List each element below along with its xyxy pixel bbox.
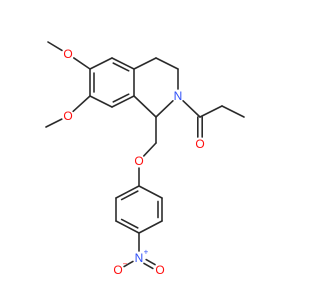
bond-O7-Me7: [45, 118, 63, 128]
bond-C4-C3: [155, 57, 179, 70]
bond-Ca-Cb: [221, 105, 245, 118]
bond-N2-Cc: [182, 100, 201, 118]
atom-N_nitro: N: [135, 251, 144, 265]
bond-Ar6-Ar1: [138, 185, 163, 199]
atom-bg-O_nitro_left: [112, 264, 124, 276]
bond-Ar3-Ar4-inner: [120, 218, 139, 229]
atom-O_nitro_left: O: [113, 263, 122, 277]
atom-bg-O_me7: [62, 110, 74, 122]
bond-C4a-C4: [133, 57, 157, 70]
atom-O_ether: O: [134, 154, 143, 168]
atom-bg-O_nitro_right: [154, 264, 166, 276]
bond-Nn-OnR-b: [145, 258, 156, 266]
bond-C7-O7: [72, 95, 91, 113]
bond-Nn-OnL: [123, 260, 134, 268]
bond-Ar4-Ar5: [138, 220, 163, 234]
atom-O_nitro_right: O: [155, 263, 164, 277]
bond-C8a-C8: [111, 95, 135, 108]
bond-Ar1-Ar2: [115, 185, 140, 199]
bond-Nn-OnR-a: [143, 262, 154, 270]
bond-C5-C4a: [111, 57, 135, 70]
bond-layer: [45, 41, 245, 270]
atom-bg-O_ether: [133, 155, 145, 167]
bond-CH2-Oe: [143, 142, 157, 157]
bond-C5-C4a-inner: [112, 62, 130, 72]
bond-Ar1-Ar2-inner: [120, 190, 139, 201]
atom-bg-O_me6: [62, 48, 74, 60]
atom-O_me7: O: [63, 109, 72, 123]
atom-O_me6: O: [63, 47, 72, 61]
atom-bg-N_ring: [172, 90, 184, 102]
atom-bg-N_nitro: [133, 252, 145, 264]
bond-Ar3-Ar4: [115, 220, 140, 234]
bond-C8-C7: [89, 95, 113, 108]
atom-O_carbonyl: O: [195, 137, 204, 151]
bond-N2-C1: [155, 100, 174, 118]
atom-N_ring: N: [174, 89, 183, 103]
bond-C6-O6: [72, 57, 91, 70]
bond-Cc-Ca: [199, 105, 223, 118]
charge-N_nitro: +: [144, 248, 149, 257]
atom-bg-O_carbonyl: [194, 138, 206, 150]
bond-C8a-C8-inner: [112, 93, 130, 103]
bond-C6-C5: [89, 57, 113, 70]
charge-O_nitro_left: −: [123, 260, 128, 269]
bond-C1-C8a: [133, 95, 157, 118]
bond-O6-Me6: [47, 41, 63, 52]
